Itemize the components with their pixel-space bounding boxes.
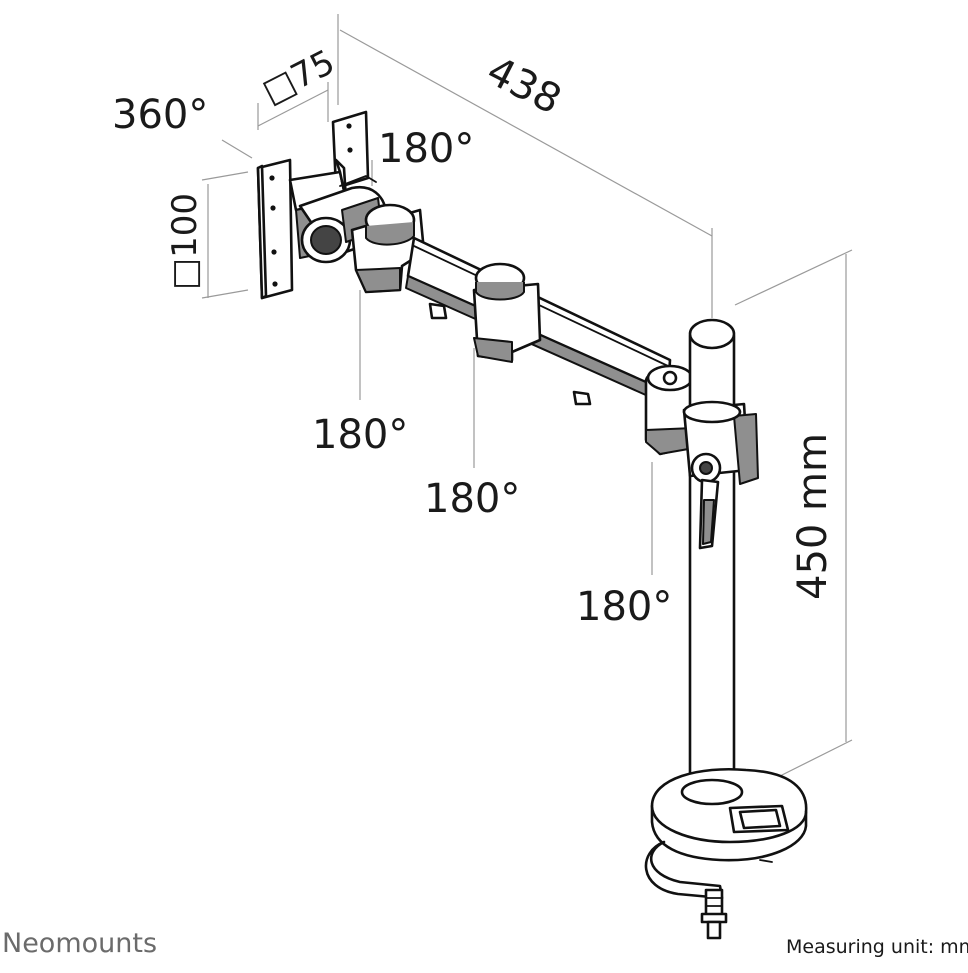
- vesa-large-label: □100: [165, 193, 205, 290]
- swivel-2-label: 180°: [424, 476, 520, 522]
- height-label: 450 mm: [790, 433, 836, 600]
- joint-1: [350, 203, 426, 294]
- swivel-3-label: 180°: [576, 584, 672, 630]
- pole: [682, 318, 759, 804]
- rotation-label: 360°: [112, 92, 208, 138]
- desk-clamp: [644, 768, 808, 940]
- joint-2: [472, 262, 542, 363]
- tilt-label: 180°: [378, 126, 474, 172]
- brand-logo: Neomounts: [2, 928, 157, 959]
- measuring-unit-note: Measuring unit: mm: [786, 936, 968, 958]
- arm-length-label: 438: [479, 48, 568, 124]
- labels: 360° □75 □100 438 180° 180° 180° 180° 45…: [2, 42, 968, 959]
- swivel-1-label: 180°: [312, 412, 408, 458]
- dimension-lines: [201, 14, 853, 783]
